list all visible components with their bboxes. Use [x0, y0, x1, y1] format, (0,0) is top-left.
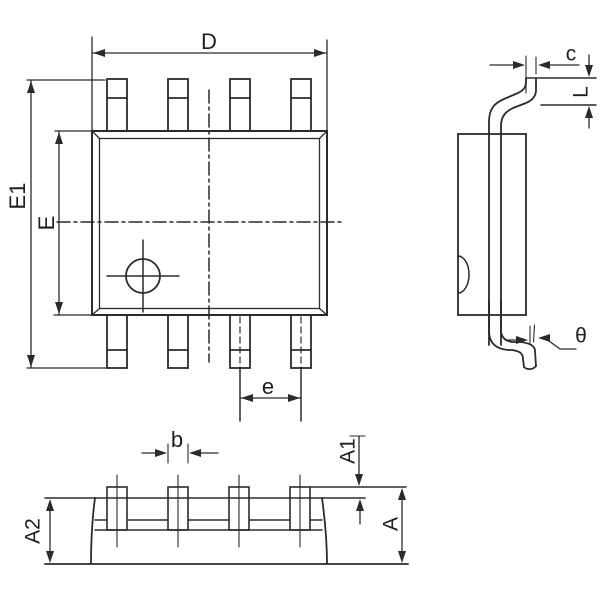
dim-label-c: c [565, 42, 577, 66]
pin1-index-circle [106, 239, 180, 313]
dim-A2 [46, 499, 54, 563]
top-view [56, 78, 344, 422]
side-view-body [457, 133, 527, 316]
dim-D [91, 36, 328, 132]
dim-A [398, 488, 406, 563]
dim-label-b: b [170, 427, 184, 452]
dim-label-A1: A1 [336, 438, 360, 464]
dim-label-D: D [201, 29, 217, 54]
side-view-dimensions [489, 54, 593, 350]
dim-c [489, 55, 580, 94]
dim-e [240, 394, 301, 402]
dim-label-L: L [569, 86, 593, 98]
top-view-dimensions [26, 36, 328, 402]
dim-E [53, 130, 92, 316]
body-corner-chamfers [91, 130, 328, 316]
front-view-body-right-edge [321, 497, 328, 565]
dim-E1 [26, 79, 111, 369]
dim-label-A2: A2 [21, 518, 45, 544]
dim-label-A: A [379, 516, 403, 532]
side-view-lead-upper [488, 77, 537, 346]
dim-label-E: E [34, 215, 59, 231]
front-view-leads [106, 486, 311, 531]
dim-L [585, 54, 593, 129]
dim-label-theta: θ [575, 324, 587, 348]
dim-A1 [349, 435, 366, 525]
dim-label-e: e [261, 374, 275, 399]
side-view-edge-notch [457, 255, 470, 294]
dim-label-E1: E1 [5, 182, 30, 210]
dim-b [141, 443, 219, 464]
side-view-lead-lower [488, 299, 537, 371]
top-view-leads-top [106, 78, 312, 132]
front-view-body-left-edge [90, 497, 96, 565]
dim-theta [504, 324, 577, 350]
front-view [44, 474, 409, 565]
pitch-centerlines [239, 316, 302, 422]
front-view-lead-centerlines [116, 474, 301, 548]
front-view-dimensions [46, 435, 406, 563]
